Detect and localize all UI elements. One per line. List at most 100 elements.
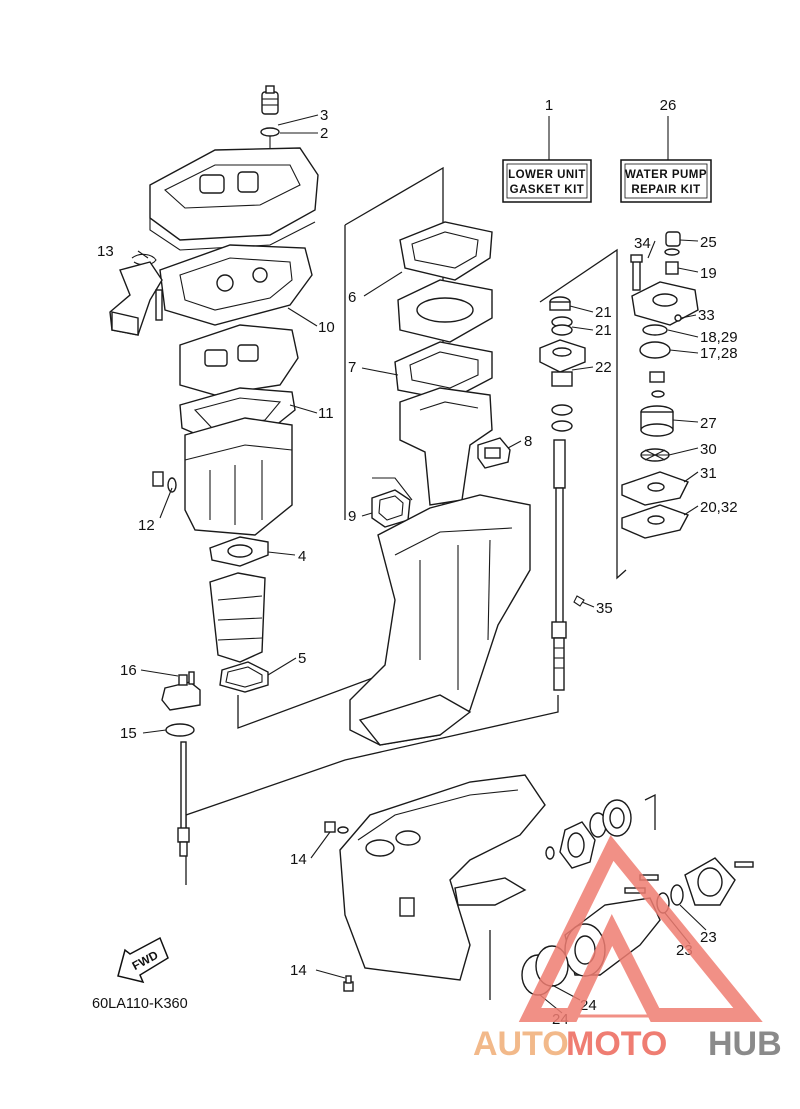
callout-17-28: 17,28 [700, 345, 738, 362]
part-pin-33 [674, 314, 682, 322]
part-bolt-34 [630, 254, 643, 291]
lower-unit-gasket-kit: 1 LOWER UNIT GASKET KIT [502, 97, 592, 203]
callout-33: 33 [698, 307, 715, 324]
part-key-35 [573, 595, 585, 607]
callout-14a: 14 [290, 851, 307, 868]
part-rubber-seal-8 [477, 437, 511, 469]
callout-10: 10 [318, 319, 335, 336]
part-oring-18 [642, 324, 668, 336]
part-gasket-10 [159, 244, 313, 326]
callout-5: 5 [298, 650, 306, 667]
part-gasket-4 [209, 536, 269, 567]
part-lower-case [339, 774, 546, 981]
callout-6: 6 [348, 289, 356, 306]
part-oil-seal-23b [670, 884, 684, 906]
callout-9: 9 [348, 508, 356, 525]
part-upper-casing [149, 147, 319, 251]
part-shift-rod [177, 741, 190, 857]
callout-18-29: 18,29 [700, 329, 738, 346]
kit-number-1: 1 [545, 97, 553, 114]
part-drain-screw-12 [152, 471, 177, 493]
callout-15: 15 [120, 725, 137, 742]
watermark-logo [518, 835, 763, 1022]
part-bolt-14b [343, 975, 354, 992]
part-sleeve [551, 420, 573, 432]
group-frame-gear-right [644, 793, 656, 830]
callout-30: 30 [700, 441, 717, 458]
watermark-part1: AUTO [473, 1025, 569, 1063]
part-exhaust-bracket [109, 261, 163, 336]
part-plate-16 [161, 671, 201, 711]
part-forward-gear [559, 821, 596, 869]
part-oring-15 [165, 723, 195, 737]
part-lower-casing [184, 417, 293, 536]
callout-labels: 3 2 13 10 11 12 4 5 16 15 6 7 8 9 21 21 … [97, 107, 738, 1028]
kit-number-26: 26 [660, 97, 677, 114]
part-nut-14a [324, 821, 349, 834]
watermark-part3: HUB [708, 1025, 782, 1063]
water-pump-kit-line1: WATER PUMP [625, 169, 707, 181]
group-frame-pump [539, 248, 627, 580]
callout-12: 12 [138, 517, 155, 534]
part-impeller-30 [640, 448, 670, 462]
part-oil-seal-21b [551, 316, 573, 336]
water-pump-kit-box [620, 159, 712, 203]
part-grommet-25 [665, 231, 681, 247]
callout-21b: 21 [595, 322, 612, 339]
part-upper-case-body [349, 494, 531, 746]
part-rear-cap [684, 857, 736, 906]
callout-7: 7 [348, 359, 356, 376]
part-drive-shaft [551, 439, 567, 691]
part-insert-27 [640, 405, 674, 437]
part-outer-plate-31 [621, 471, 689, 506]
part-upper-case-plate [397, 279, 493, 343]
part-breather-plug [261, 85, 279, 115]
part-bearing-21a [549, 296, 571, 311]
callout-23b: 23 [700, 929, 717, 946]
water-pump-kit-line2: REPAIR KIT [631, 184, 700, 196]
part-taper-bearing [602, 799, 632, 837]
callout-25: 25 [700, 234, 717, 251]
watermark-text: AUTO MOTO HUB [473, 1025, 782, 1063]
lower-unit-kit-line2: GASKET KIT [510, 184, 585, 196]
part-exhaust-guide [179, 324, 299, 396]
callout-11: 11 [318, 405, 334, 422]
part-shim [545, 846, 555, 860]
leader-lines [137, 114, 707, 1014]
part-gasket-7 [394, 341, 493, 401]
callout-3: 3 [320, 107, 328, 124]
callout-27: 27 [700, 415, 717, 432]
part-screw-rear [734, 861, 754, 868]
part-pump-housing [631, 281, 699, 326]
part-upper-casing-center [399, 387, 493, 506]
callout-14b: 14 [290, 962, 307, 979]
part-bearing-housing-22 [539, 339, 586, 387]
callout-31: 31 [700, 465, 717, 482]
callout-8: 8 [524, 433, 532, 450]
callout-21a: 21 [595, 304, 612, 321]
part-washer [551, 404, 573, 416]
callout-16: 16 [120, 662, 137, 679]
part-collar [649, 371, 665, 383]
callout-2: 2 [320, 125, 328, 142]
callout-19: 19 [700, 265, 717, 282]
callout-13: 13 [97, 243, 114, 260]
part-seal-grommet [664, 248, 680, 256]
callout-34: 34 [634, 235, 651, 252]
part-oring-17 [639, 341, 671, 359]
callout-4: 4 [298, 548, 306, 565]
callout-20-32: 20,32 [700, 499, 738, 516]
lower-unit-kit-line1: LOWER UNIT [508, 169, 586, 181]
part-exhaust-pipe [209, 572, 266, 663]
watermark-part2: MOTO [566, 1025, 667, 1063]
part-gasket-20 [621, 504, 689, 539]
part-insert-cartridge-19 [665, 261, 679, 275]
lower-unit-kit-box [502, 159, 592, 203]
water-pump-repair-kit: 26 WATER PUMP REPAIR KIT [620, 97, 712, 203]
part-oring-2 [260, 127, 280, 137]
diagram-code: 60LA110-K360 [92, 996, 188, 1012]
part-seal-5 [219, 661, 269, 693]
callout-35: 35 [596, 600, 613, 617]
